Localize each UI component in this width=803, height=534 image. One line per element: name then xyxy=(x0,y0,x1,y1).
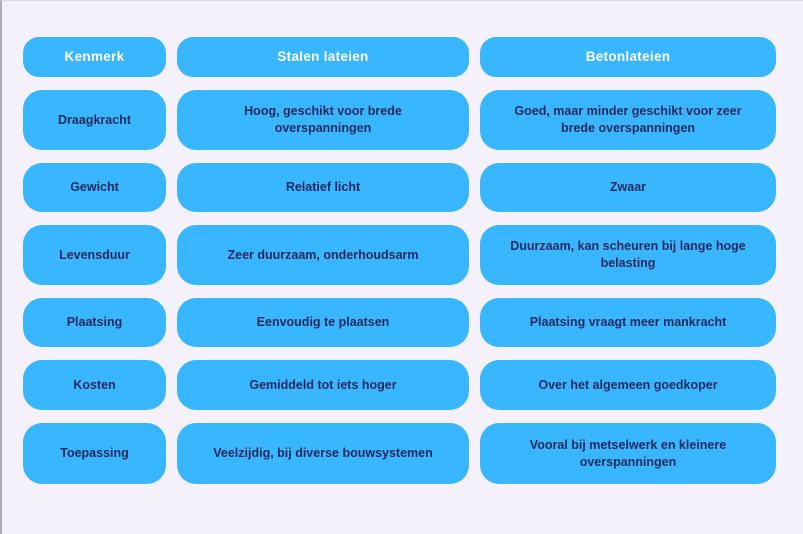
cell-draagkracht-stalen: Hoog, geschikt voor brede overspanningen xyxy=(177,90,469,150)
cell-kosten-stalen: Gemiddeld tot iets hoger xyxy=(177,360,469,410)
cell-toepassing-label: Toepassing xyxy=(23,423,166,484)
cell-plaatsing-label: Plaatsing xyxy=(23,298,166,347)
cell-levensduur-label: Levensduur xyxy=(23,225,166,285)
cell-levensduur-beton: Duurzaam, kan scheuren bij lange hoge be… xyxy=(480,225,776,285)
cell-gewicht-beton: Zwaar xyxy=(480,163,776,212)
cell-kosten-beton: Over het algemeen goedkoper xyxy=(480,360,776,410)
cell-plaatsing-beton: Plaatsing vraagt meer mankracht xyxy=(480,298,776,347)
cell-draagkracht-beton: Goed, maar minder geschikt voor zeer bre… xyxy=(480,90,776,150)
cell-plaatsing-stalen: Eenvoudig te plaatsen xyxy=(177,298,469,347)
cell-draagkracht-label: Draagkracht xyxy=(23,90,166,150)
column-header-stalen-lateien: Stalen lateien xyxy=(177,37,469,77)
cell-levensduur-stalen: Zeer duurzaam, onderhoudsarm xyxy=(177,225,469,285)
cell-kosten-label: Kosten xyxy=(23,360,166,410)
column-header-betonlateien: Betonlateien xyxy=(480,37,776,77)
cell-gewicht-stalen: Relatief licht xyxy=(177,163,469,212)
cell-toepassing-beton: Vooral bij metselwerk en kleinere oversp… xyxy=(480,423,776,484)
cell-gewicht-label: Gewicht xyxy=(23,163,166,212)
comparison-table: Kenmerk Stalen lateien Betonlateien Draa… xyxy=(23,37,776,484)
column-header-kenmerk: Kenmerk xyxy=(23,37,166,77)
cell-toepassing-stalen: Veelzijdig, bij diverse bouwsystemen xyxy=(177,423,469,484)
